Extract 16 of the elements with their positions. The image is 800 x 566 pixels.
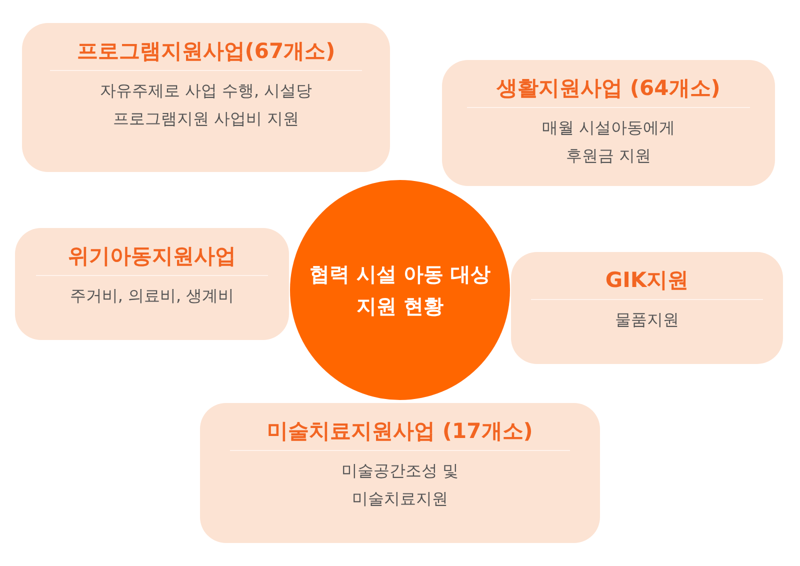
card-heading: GIK지원 xyxy=(605,267,689,294)
circle-title: 협력 시설 아동 대상 지원 현황 xyxy=(308,261,492,320)
card-text: 매월 시설아동에게 후원금 지원 xyxy=(540,117,676,167)
card-text: 미술공간조성 및 미술치료지원 xyxy=(340,460,460,510)
card-heading: 위기아동지원사업 xyxy=(68,243,236,270)
card-text: 주거비, 의료비, 생계비 xyxy=(70,285,234,307)
info-card xyxy=(511,252,783,364)
card-heading: 생활지원사업 (64개소) xyxy=(496,75,720,102)
card-heading: 프로그램지원사업(67개소) xyxy=(76,38,336,65)
info-card xyxy=(442,60,775,186)
info-card xyxy=(15,228,289,340)
info-card xyxy=(200,403,600,543)
card-text: 자유주제로 사업 수행, 시설당 프로그램지원 사업비 지원 xyxy=(98,80,314,130)
info-card xyxy=(22,23,390,172)
card-text: 물품지원 xyxy=(615,309,679,331)
card-heading: 미술치료지원사업 (17개소) xyxy=(267,418,533,445)
